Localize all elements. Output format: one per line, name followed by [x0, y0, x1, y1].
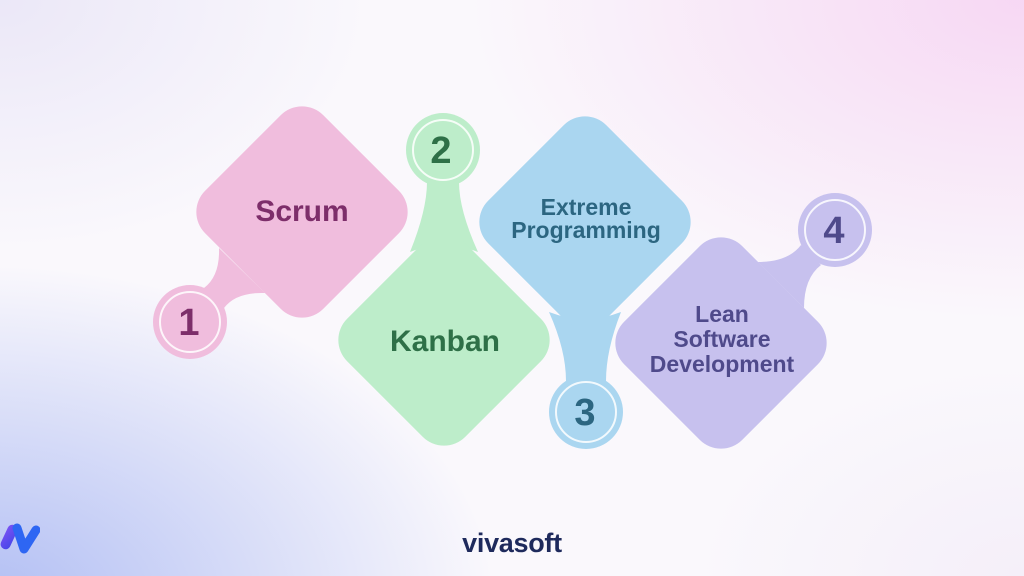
lean-number: 4: [823, 210, 844, 252]
kanban-number: 2: [430, 130, 451, 172]
logo-mark-right-stroke: [12, 523, 40, 554]
kanban-number-ring: [412, 119, 474, 181]
methodology-scrum: 1 Scrum: [153, 106, 408, 359]
scrum-diamond: [196, 106, 408, 318]
methodology-extreme-programming: 3 Extreme Programming: [479, 116, 691, 449]
extreme-programming-diamond: [479, 116, 691, 328]
scrum-number-circle: [153, 285, 227, 359]
scrum-number: 1: [178, 302, 199, 344]
lean-connector: [758, 245, 821, 308]
lean-number-circle: [798, 193, 872, 267]
vivasoft-logo: vivasoft: [0, 521, 1024, 565]
lean-label-line2: Software: [673, 326, 770, 352]
extreme-programming-number: 3: [574, 392, 595, 434]
methodology-kanban: 2 Kanban: [338, 113, 550, 446]
lean-diamond: [615, 237, 827, 449]
extreme-programming-connector: [549, 312, 621, 381]
kanban-diamond: [338, 234, 550, 446]
vivasoft-logo-icon: [0, 523, 40, 554]
logo-mark-left-stroke: [0, 524, 18, 550]
vivasoft-logo-text: vivasoft: [462, 528, 562, 558]
kanban-connector: [410, 182, 478, 252]
scrum-label: Scrum: [255, 195, 348, 228]
extreme-programming-number-circle: [549, 375, 623, 449]
kanban-label: Kanban: [390, 325, 500, 358]
methodology-lean-software-development: 4 Lean Software Development: [615, 193, 872, 449]
lean-number-ring: [804, 199, 866, 261]
kanban-number-circle: [406, 113, 480, 187]
scrum-number-ring: [159, 291, 221, 353]
extreme-programming-label-line1: Extreme: [541, 194, 632, 220]
lean-label-line3: Development: [650, 351, 795, 377]
lean-label-line1: Lean: [695, 301, 749, 327]
scrum-connector: [204, 248, 265, 308]
extreme-programming-number-ring: [555, 381, 617, 443]
extreme-programming-label-line2: Programming: [511, 217, 661, 243]
